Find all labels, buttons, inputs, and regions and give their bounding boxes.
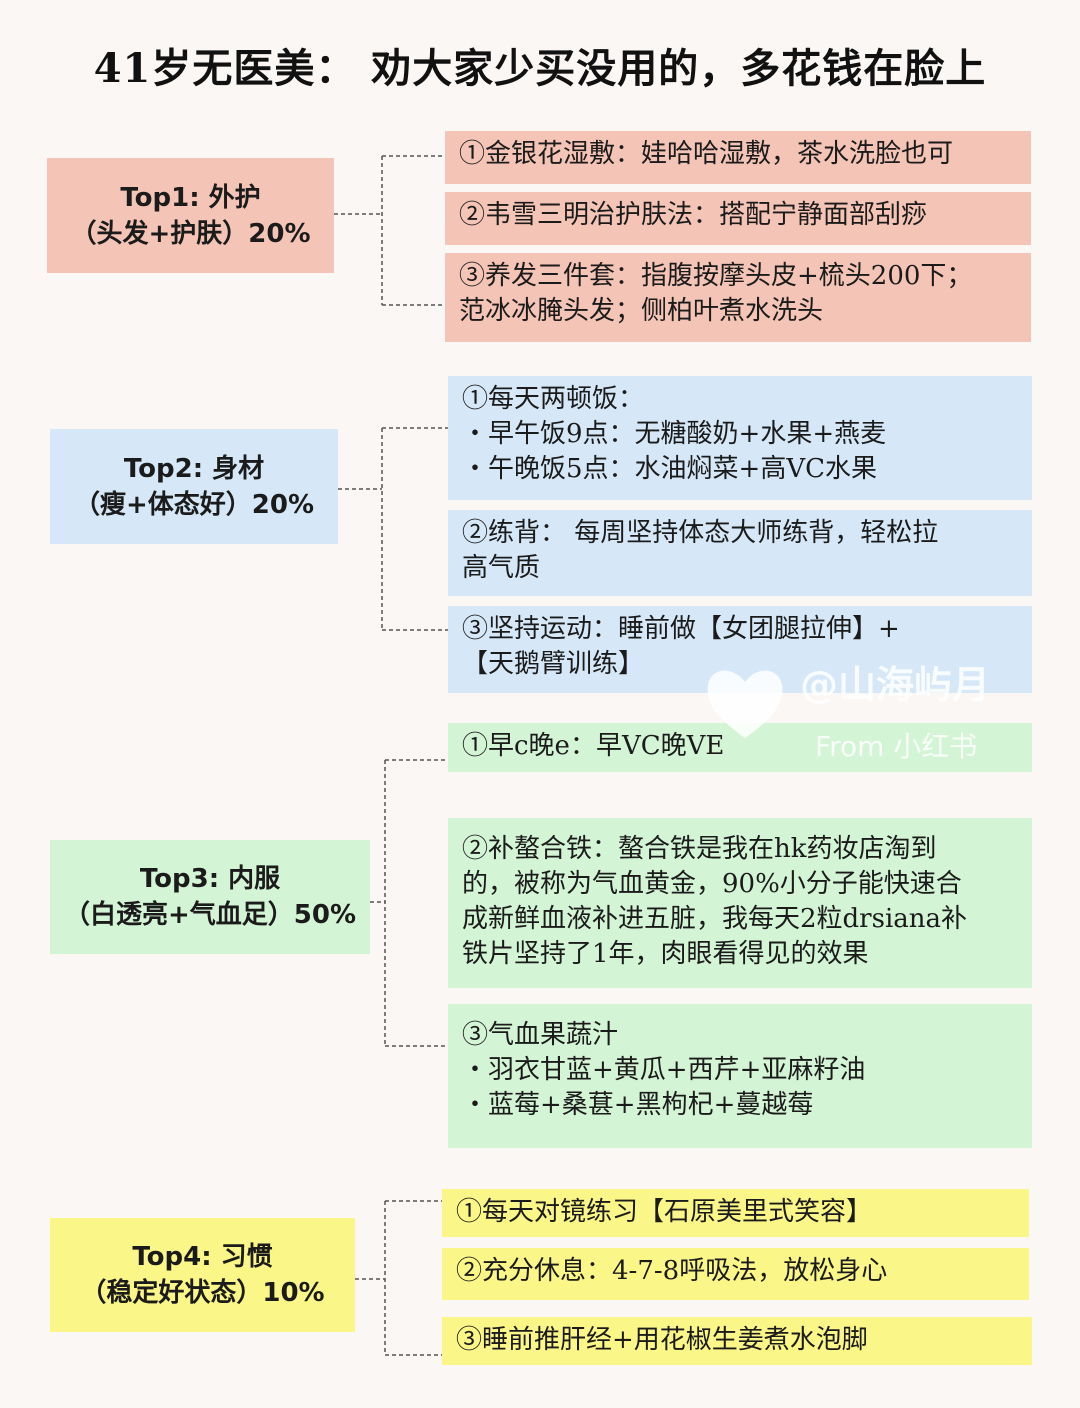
item-line: ③气血果蔬汁 [462, 1020, 619, 1050]
item-line: 高气质 [462, 553, 541, 583]
item-line: ②韦雪三明治护肤法：搭配宁静面部刮痧 [459, 200, 928, 230]
top2-item-1: ①每天两顿饭： ・早午饭9点：无糖酸奶+水果+燕麦 ・午晚饭5点：水油焖菜+高V… [448, 376, 1032, 500]
top1-item-2: ②韦雪三明治护肤法：搭配宁静面部刮痧 [445, 192, 1031, 245]
category-top3: Top3: 内服 （白透亮+气血足）50% [50, 840, 370, 954]
category-top1-title: Top1: 外护 [120, 182, 261, 213]
item-line: ①金银花湿敷：娃哈哈湿敷，茶水洗脸也可 [459, 139, 954, 169]
top2-item-3: ③坚持运动：睡前做【女团腿拉伸】+ 【天鹅臂训练】 [448, 606, 1032, 693]
item-line: 的，被称为气血黄金，90%小分子能快速合 [462, 869, 962, 899]
item-line: ①每天两顿饭： [462, 384, 645, 414]
top3-item-2: ②补螯合铁：螯合铁是我在hk药妆店淘到 的，被称为气血黄金，90%小分子能快速合… [448, 818, 1032, 988]
category-top1-subtitle: （头发+护肤）20% [70, 218, 311, 249]
top4-item-3: ③睡前推肝经+用花椒生姜煮水泡脚 [442, 1317, 1032, 1365]
top4-item-2: ②充分休息：4-7-8呼吸法，放松身心 [442, 1248, 1029, 1300]
item-line: 铁片坚持了1年，肉眼看得见的效果 [462, 939, 869, 969]
item-line: 【天鹅臂训练】 [462, 649, 645, 679]
item-line: 成新鲜血液补进五脏，我每天2粒drsiana补 [462, 904, 968, 934]
item-line: ・早午饭9点：无糖酸奶+水果+燕麦 [462, 419, 887, 449]
category-top2: Top2: 身材 （瘦+体态好）20% [50, 429, 338, 544]
item-line: ・蓝莓+桑葚+黑枸杞+蔓越莓 [462, 1090, 814, 1120]
item-line: ③睡前推肝经+用花椒生姜煮水泡脚 [456, 1325, 868, 1355]
category-top2-subtitle: （瘦+体态好）20% [73, 489, 315, 520]
item-line: ②练背： 每周坚持体态大师练背，轻松拉 [462, 518, 939, 548]
category-top1: Top1: 外护 （头发+护肤）20% [47, 158, 334, 273]
item-line: ③养发三件套：指腹按摩头皮+梳头200下； [459, 261, 973, 291]
item-line: ②充分休息：4-7-8呼吸法，放松身心 [456, 1256, 888, 1286]
heart-logo-icon [707, 670, 783, 738]
item-line: ①每天对镜练习【石原美里式笑容】 [456, 1197, 873, 1227]
top1-item-3: ③养发三件套：指腹按摩头皮+梳头200下； 范冰冰腌头发；侧柏叶煮水洗头 [445, 253, 1031, 342]
page-title: 41岁无医美： 劝大家少买没用的，多花钱在脸上 [93, 45, 987, 92]
top3-item-3: ③气血果蔬汁 ・羽衣甘蓝+黄瓜+西芹+亚麻籽油 ・蓝莓+桑葚+黑枸杞+蔓越莓 [448, 1004, 1032, 1148]
item-line: ①早c晚e：早VC晚VE [462, 731, 725, 761]
category-top3-title: Top3: 内服 [139, 864, 281, 894]
watermark-handle: @山海屿月 [800, 663, 991, 707]
top4-item-1: ①每天对镜练习【石原美里式笑容】 [442, 1189, 1029, 1237]
watermark-source: From 小红书 [815, 730, 978, 763]
category-top4-subtitle: （稳定好状态）10% [80, 1278, 325, 1308]
category-top4-title: Top4: 习惯 [132, 1242, 273, 1272]
top2-item-2: ②练背： 每周坚持体态大师练背，轻松拉 高气质 [448, 510, 1032, 596]
item-line: ②补螯合铁：螯合铁是我在hk药妆店淘到 [462, 834, 937, 864]
item-line: 范冰冰腌头发；侧柏叶煮水洗头 [459, 296, 824, 326]
item-line: ・羽衣甘蓝+黄瓜+西芹+亚麻籽油 [462, 1055, 866, 1085]
category-top4: Top4: 习惯 （稳定好状态）10% [50, 1218, 355, 1332]
category-top3-subtitle: （白透亮+气血足）50% [63, 900, 357, 930]
category-top2-title: Top2: 身材 [123, 453, 265, 484]
top3-item-1: ①早c晚e：早VC晚VE [448, 723, 1032, 772]
item-line: ③坚持运动：睡前做【女团腿拉伸】+ [462, 614, 900, 644]
top1-item-1: ①金银花湿敷：娃哈哈湿敷，茶水洗脸也可 [445, 131, 1031, 184]
item-line: ・午晚饭5点：水油焖菜+高VC水果 [462, 454, 877, 484]
